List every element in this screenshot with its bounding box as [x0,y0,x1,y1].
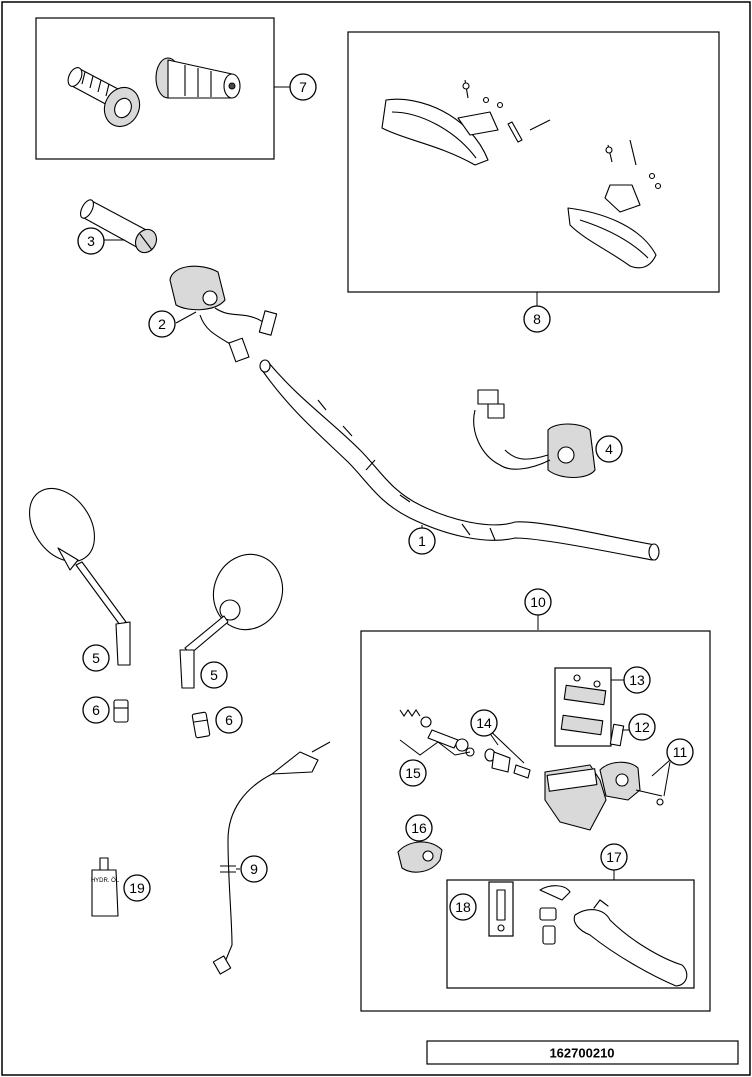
grip-right [155,57,241,99]
throttle-grip [80,199,158,254]
hydraulic-oil-bottle: HYDR. ÖL [91,857,120,917]
pin-11 [635,789,663,797]
cover-kit-box [554,667,612,747]
svg-text:17: 17 [606,849,622,865]
mirror-nut-left [113,699,129,723]
grips-group [35,17,290,160]
callout-3: 3 [77,227,105,255]
callout-8: 8 [523,305,551,333]
handguard-bracket-right [604,184,641,213]
pin-12 [609,723,625,747]
svg-text:3: 3 [87,233,95,249]
handguard-bracket-left [457,111,499,136]
callout-5b: 5 [200,661,228,689]
svg-text:14: 14 [476,715,492,731]
svg-text:4: 4 [605,441,613,457]
svg-text:5: 5 [92,650,100,666]
svg-text:10: 10 [530,594,546,610]
clutch-master-group [360,615,711,1012]
grip-left [67,67,141,128]
svg-text:11: 11 [673,744,688,760]
svg-text:19: 19 [129,880,145,896]
handguard-left [381,98,489,166]
svg-text:9: 9 [250,861,258,877]
callout-6a: 6 [82,696,110,724]
handlebar [259,359,660,561]
svg-text:6: 6 [92,702,100,718]
lever-pin-box [488,881,514,937]
svg-text:2: 2 [158,316,166,332]
callout-6b: 6 [215,706,243,734]
clutch-lever [573,909,688,987]
lever-kit-box [446,879,695,989]
callout-16: 16 [405,814,433,842]
svg-text:6: 6 [225,712,233,728]
callout-12: 12 [628,713,656,741]
callout-9: 9 [240,855,268,883]
callout-7: 7 [289,73,317,101]
svg-text:5: 5 [210,667,218,683]
clutch-cable [212,741,331,975]
callout-17: 17 [600,843,628,871]
grips-box [35,17,275,160]
callout-1: 1 [408,527,436,555]
svg-text:15: 15 [405,765,421,781]
callout-4: 4 [595,435,623,463]
handguard-right [567,207,657,269]
svg-text:8: 8 [533,311,541,327]
callout-11: 11 [666,738,694,766]
callout-13: 13 [623,666,651,694]
callout-10: 10 [524,588,552,616]
callout-5a: 5 [82,644,110,672]
clutch-master-box [360,630,711,1012]
svg-text:1: 1 [418,533,426,549]
handguards-box [347,31,720,293]
lever-cover [397,841,443,873]
svg-text:13: 13 [629,672,645,688]
callout-18: 18 [449,893,477,921]
svg-text:16: 16 [411,820,427,836]
switch-assembly [473,389,598,479]
mirror-right [179,553,284,689]
callout-2: 2 [148,310,176,338]
callout-14: 14 [470,709,498,737]
piston-spring [399,709,475,757]
svg-text:12: 12 [634,719,650,735]
mirror-nut-right [191,711,211,739]
svg-text:7: 7 [299,79,307,95]
drawing-number: 162700210 [426,1040,739,1065]
throttle-housing [169,265,278,363]
svg-text:162700210: 162700210 [549,1046,614,1061]
mirror-left [29,487,131,666]
svg-text:18: 18 [455,899,471,915]
callout-15: 15 [399,759,427,787]
boot-14 [483,724,531,779]
callout-19: 19 [123,874,151,902]
handguards-group [347,31,720,306]
bottle-label: HYDR. ÖL [91,877,120,884]
